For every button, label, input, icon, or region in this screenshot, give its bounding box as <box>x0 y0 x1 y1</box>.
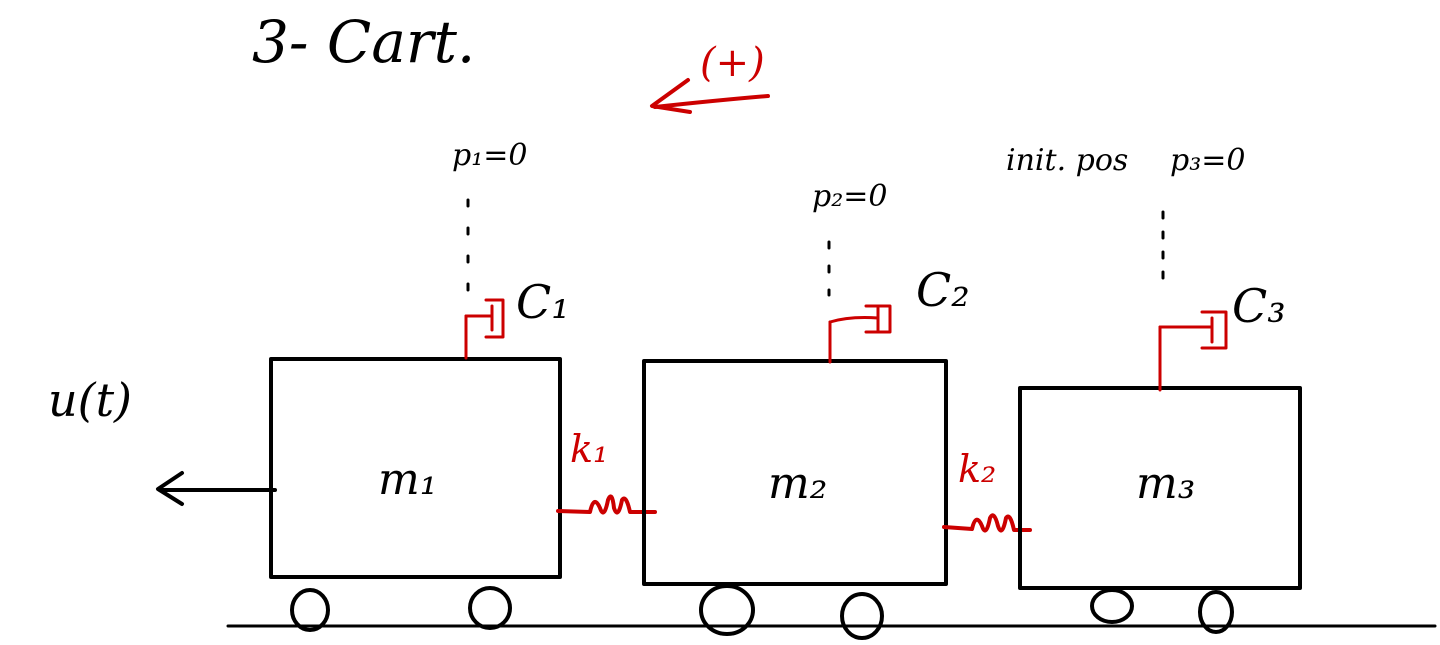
cart-2-position-label: p₂=0 <box>812 179 887 214</box>
cart-1-damper-label: C₁ <box>516 275 570 329</box>
cart-3-damper-label: C₃ <box>1232 279 1286 333</box>
cart-1-body <box>269 357 562 579</box>
diagram-title: 3- Cart. <box>252 8 475 76</box>
init-position-label: init. pos <box>1006 143 1128 178</box>
positive-direction-label: (+) <box>700 40 765 86</box>
spring-1 <box>556 494 657 515</box>
cart-1-damper <box>464 298 505 360</box>
spring-1-label: k₁ <box>570 427 608 471</box>
cart-3-mass-label: m₃ <box>1136 458 1195 509</box>
positive-direction-arrow <box>650 78 770 114</box>
input-force-arrow <box>156 471 277 506</box>
cart-2-body <box>642 359 948 586</box>
cart-3-wheel-left <box>1090 588 1134 624</box>
cart-3: m₃ init. pos p₃=0 C₃ <box>1006 143 1302 634</box>
cart-2-damper-label: C₂ <box>916 263 970 317</box>
spring-2-label: k₂ <box>958 447 996 491</box>
cart-2-damper <box>828 304 892 364</box>
cart-1-wheel-right <box>468 586 512 630</box>
spring-2 <box>942 513 1032 533</box>
cart-1-mass-label: m₁ <box>378 454 437 505</box>
cart-2-wheel-left <box>699 584 755 636</box>
cart-1: m₁ p₁=0 C₁ <box>269 138 570 632</box>
cart-3-position-label: p₃=0 <box>1170 143 1245 178</box>
cart-3-wheel-right <box>1198 590 1234 634</box>
cart-2: m₂ p₂=0 C₂ <box>642 179 970 640</box>
input-force-label: u(t) <box>48 373 132 427</box>
cart-3-damper <box>1158 310 1228 392</box>
cart-2-mass-label: m₂ <box>768 458 827 509</box>
cart-1-position-label: p₁=0 <box>452 138 527 173</box>
cart-1-wheel-left <box>290 588 330 632</box>
cart-2-wheel-right <box>840 592 884 640</box>
